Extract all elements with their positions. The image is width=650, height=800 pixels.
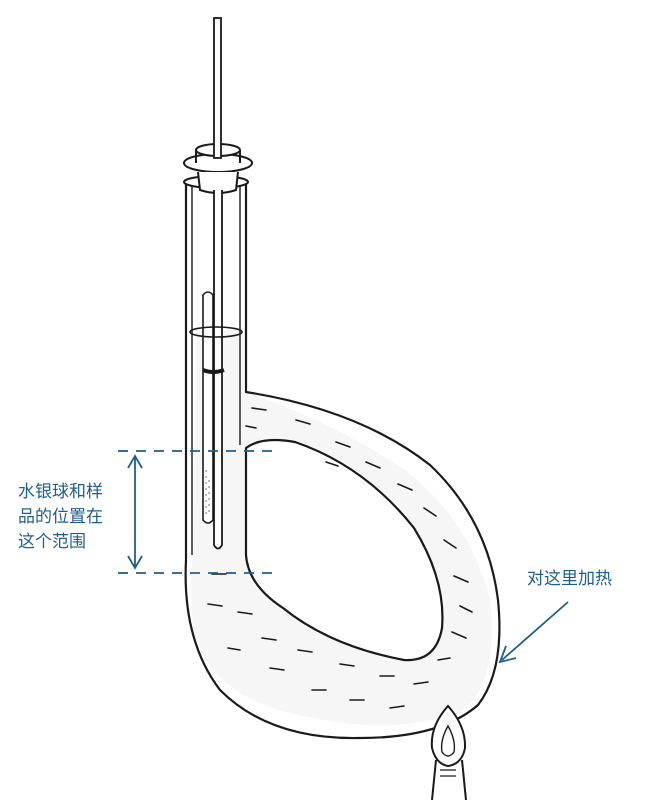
- heating-oil: [191, 330, 492, 725]
- thiele-tube-outer: [184, 180, 501, 740]
- heat-arrow: [498, 601, 569, 664]
- alcohol-lamp-flame: [430, 704, 467, 800]
- range-markers: [118, 450, 278, 574]
- thiele-tube-inner-loop: [244, 438, 444, 662]
- thiele-tube-inner-wall: [191, 182, 241, 555]
- cork-stopper: [183, 143, 253, 194]
- oil-surface: [189, 326, 243, 338]
- heat-annotation: 对这里加热: [527, 569, 612, 589]
- position-note-line-2: 品的位置在: [18, 507, 103, 527]
- position-note-line-3: 这个范围: [18, 532, 86, 552]
- position-note-line-1: 水银球和样: [18, 482, 103, 502]
- oil-dashes: [207, 407, 473, 709]
- thermometer: [213, 17, 223, 550]
- position-range-annotation: 水银球和样 品的位置在 这个范围: [18, 480, 103, 555]
- range-double-arrow: [127, 454, 143, 570]
- rubber-band: [202, 368, 225, 374]
- capillary-tube: [202, 291, 214, 524]
